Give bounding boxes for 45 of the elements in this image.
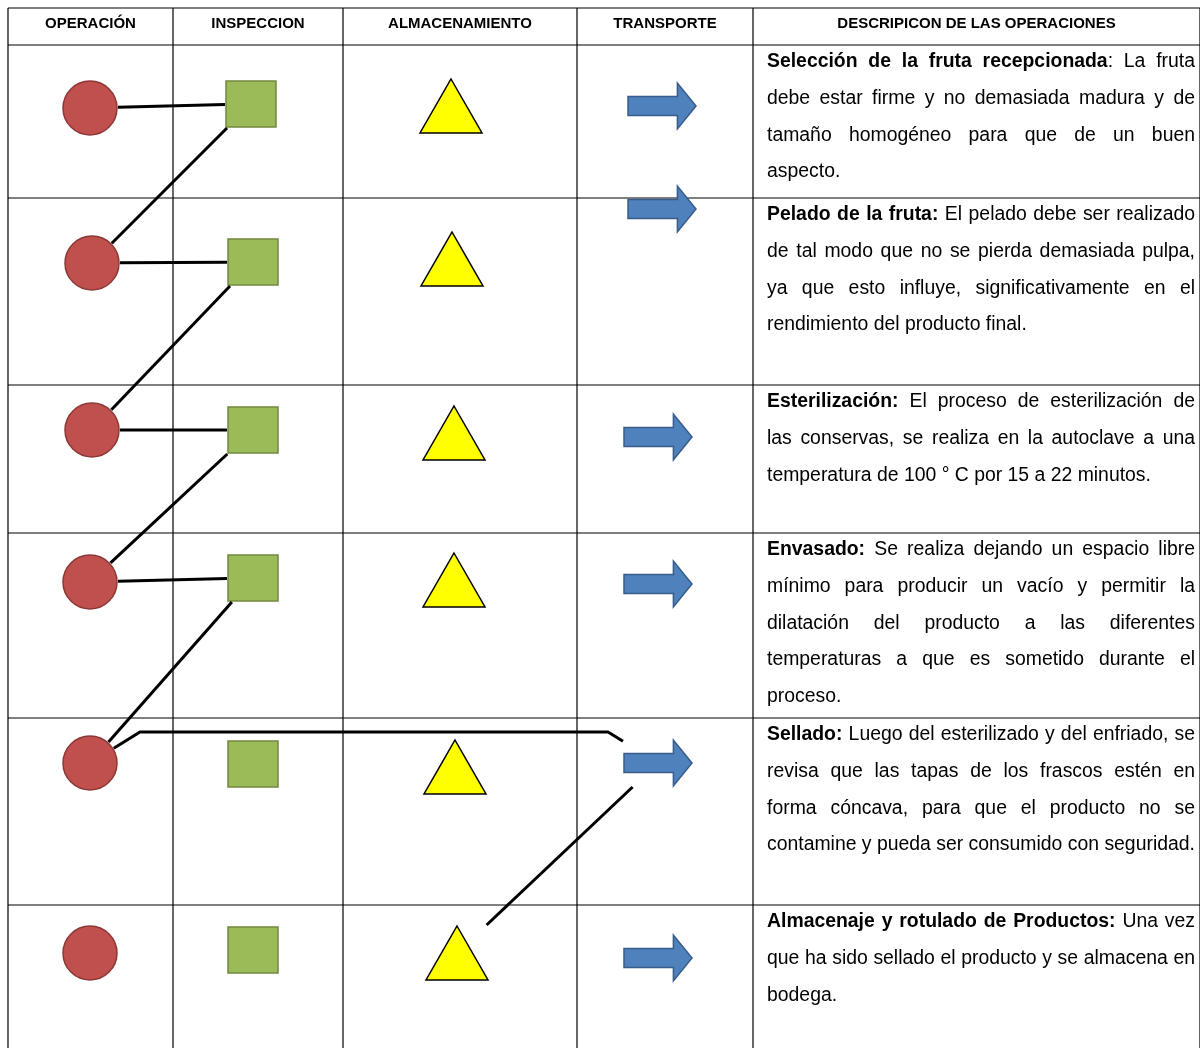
operation-circle bbox=[62, 80, 118, 136]
operation-circle bbox=[62, 735, 118, 791]
transport-arrow bbox=[623, 739, 693, 787]
operation-circle bbox=[64, 402, 120, 458]
connector-line bbox=[485, 785, 634, 927]
transport-arrow bbox=[627, 185, 697, 233]
description-text: Envasado: Se realiza dejando un espacio libre mínimo para producir un vacío y permitir la dilatación del producto a las diferentes temperaturas a que es sometido durante el proceso. bbox=[767, 536, 1195, 709]
storage-triangle bbox=[425, 925, 489, 981]
inspection-square bbox=[227, 740, 279, 788]
storage-triangle bbox=[420, 231, 484, 287]
operation-circle bbox=[64, 235, 120, 291]
inspection-square bbox=[225, 80, 277, 128]
description-text: Selección de la fruta recepcionada: La fruta debe estar firme y no demasiada madura y de tamaño homogéneo para que de un buen aspecto. bbox=[767, 48, 1195, 184]
inspection-square bbox=[227, 926, 279, 974]
column-header: DESCRIPICON DE LAS OPERACIONES bbox=[836, 14, 1117, 31]
transport-arrow bbox=[623, 413, 693, 461]
inspection-square bbox=[227, 238, 279, 286]
connector-line bbox=[120, 260, 227, 265]
column-header: OPERACIÓN bbox=[44, 14, 137, 31]
connector-line bbox=[110, 284, 232, 411]
connector-line bbox=[120, 428, 227, 432]
inspection-square bbox=[227, 406, 279, 454]
storage-triangle bbox=[422, 405, 486, 461]
connector-line bbox=[109, 452, 229, 564]
connector-line bbox=[107, 601, 234, 743]
connector-line bbox=[117, 577, 228, 583]
storage-triangle bbox=[422, 552, 486, 608]
storage-triangle bbox=[419, 78, 483, 134]
column-header: ALMACENAMIENTO bbox=[387, 14, 533, 31]
transport-arrow bbox=[623, 560, 693, 608]
operation-circle bbox=[62, 554, 118, 610]
connector-line bbox=[117, 103, 226, 109]
column-header: INSPECCION bbox=[210, 14, 306, 31]
transport-arrow bbox=[627, 82, 697, 130]
connector-line bbox=[110, 126, 229, 245]
description-text: Almacenaje y rotulado de Productos: Una vez que ha sido sellado el producto y se almacena en bodega. bbox=[767, 908, 1195, 1007]
connector-line bbox=[113, 730, 624, 750]
description-text: Sellado: Luego del esterilizado y del enfriado, se revisa que las tapas de los frascos estén en forma cóncava, para que el producto no se contamine y pueda ser consumido con seguridad. bbox=[767, 721, 1195, 857]
description-text: Pelado de la fruta: El pelado debe ser realizado de tal modo que no se pierda demasiada pulpa, ya que esto influye, significativamente en el rendimiento del producto final. bbox=[767, 201, 1195, 337]
column-header: TRANSPORTE bbox=[612, 14, 718, 31]
transport-arrow bbox=[623, 934, 693, 982]
description-text: Esterilización: El proceso de esterilización de las conservas, se realiza en la autoclave a una temperatura de 100 ° C por 15 a 22 minutos. bbox=[767, 388, 1195, 487]
storage-triangle bbox=[423, 739, 487, 795]
inspection-square bbox=[227, 554, 279, 602]
operation-circle bbox=[62, 925, 118, 981]
